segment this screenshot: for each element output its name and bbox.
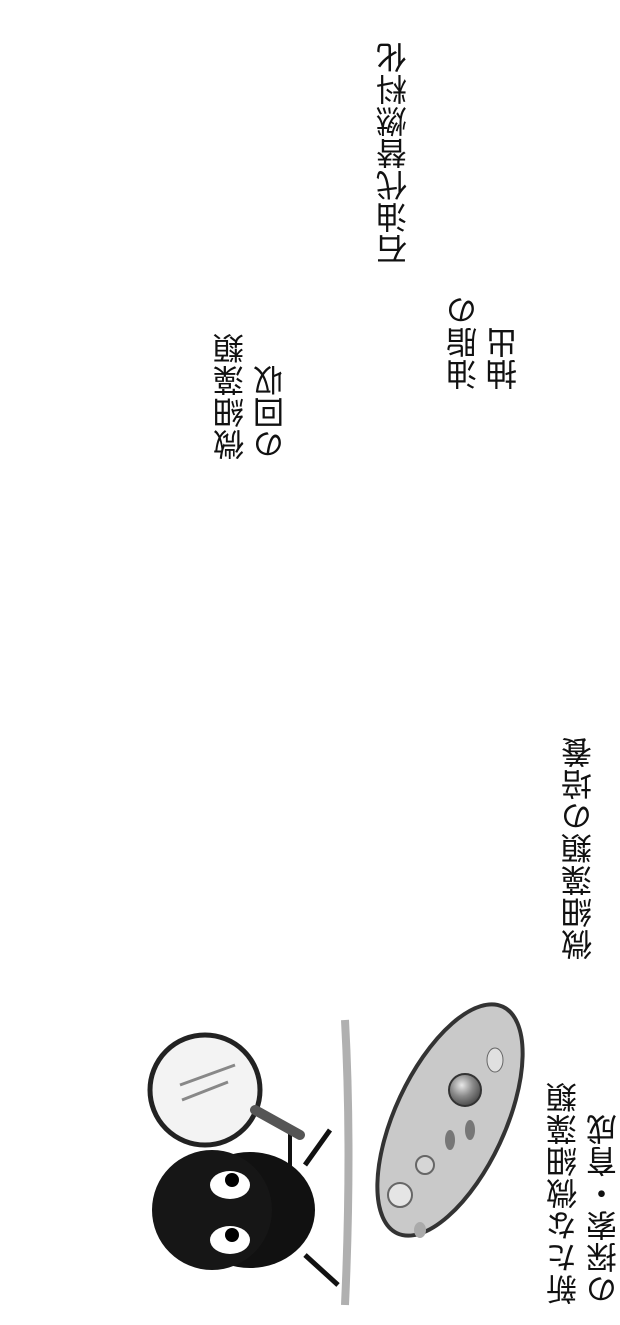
label-collect-line1: 微細藻類	[214, 332, 250, 460]
beetle-mascot-icon	[152, 1130, 338, 1285]
label-search-line2: の探索・育成	[587, 1113, 620, 1305]
algae-cell-search	[347, 983, 552, 1256]
label-extract-line2: 抽出	[487, 326, 523, 390]
label-culture: 微細藻類の培養	[562, 736, 598, 960]
label-fuel: 石油代替燃料化	[377, 41, 413, 265]
magnifier-icon	[150, 1035, 300, 1145]
label-search-step: 新たな微細藻類 の探索・育成	[545, 1075, 620, 1305]
label-collect-line2: の回収	[254, 364, 290, 460]
label-collect-step: 微細藻類 の回収	[212, 300, 292, 460]
label-search-line1: 新たな微細藻類	[547, 1081, 583, 1305]
search-step-illustration	[150, 983, 553, 1305]
label-culture-step: 微細藻類の培養	[560, 710, 600, 960]
label-extract-line1: 油脂の	[447, 294, 483, 390]
label-fuel-step: 石油代替燃料化	[375, 15, 415, 265]
label-extract-step: 油脂の 抽出	[445, 290, 525, 390]
